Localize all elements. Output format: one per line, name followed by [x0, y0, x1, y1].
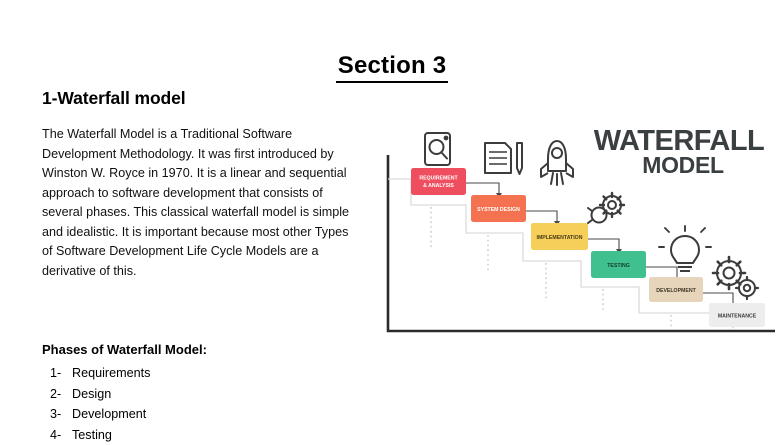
step-label: REQUIREMENT — [419, 176, 458, 182]
step-label: IMPLEMENTATION — [537, 235, 583, 241]
list-item-label: Requirements — [72, 363, 150, 384]
step-box-requirement-analysis[interactable]: REQUIREMENT & ANALYSIS — [411, 168, 466, 195]
list-item: 4- Testing — [42, 425, 372, 445]
step-label: DEVELOPMENT — [656, 288, 696, 294]
list-item-number: 3- — [42, 404, 72, 425]
step-label: TESTING — [607, 263, 629, 269]
list-item: 1- Requirements — [42, 363, 372, 384]
list-item-number: 4- — [42, 425, 72, 445]
list-item-label: Design — [72, 384, 111, 405]
waterfall-model-diagram-image: REQUIREMENT & ANALYSIS SYSTEM DESIGN IMP… — [381, 125, 775, 339]
step-box-system-design[interactable]: SYSTEM DESIGN — [471, 195, 526, 222]
list-item-number: 1- — [42, 363, 72, 384]
step-label-line2: & ANALYSIS — [423, 183, 454, 189]
list-item: 2- Design — [42, 384, 372, 405]
step-box-development[interactable]: DEVELOPMENT — [649, 277, 703, 302]
section-heading: 1-Waterfall model — [42, 88, 372, 109]
phases-list: 1- Requirements 2- Design 3- Development… — [42, 363, 372, 445]
page-title-text: Section 3 — [336, 52, 449, 83]
list-item-number: 2- — [42, 384, 72, 405]
step-box-maintenance[interactable]: MAINTENANCE — [709, 303, 765, 327]
list-item: 3- Development — [42, 404, 372, 425]
body-paragraph: The Waterfall Model is a Traditional Sof… — [42, 125, 350, 281]
step-box-testing[interactable]: TESTING — [591, 251, 646, 278]
phases-heading: Phases of Waterfall Model: — [42, 342, 372, 357]
diagram-title-line2: MODEL — [642, 152, 724, 178]
step-box-implementation[interactable]: IMPLEMENTATION — [531, 223, 588, 250]
step-label: MAINTENANCE — [718, 314, 757, 320]
list-item-label: Testing — [72, 425, 112, 445]
step-label: SYSTEM DESIGN — [477, 207, 520, 213]
page-title: Section 3 — [0, 52, 784, 83]
phases-block: Phases of Waterfall Model: 1- Requiremen… — [42, 342, 372, 445]
article-text-column: 1-Waterfall model The Waterfall Model is… — [42, 88, 372, 281]
list-item-label: Development — [72, 404, 146, 425]
